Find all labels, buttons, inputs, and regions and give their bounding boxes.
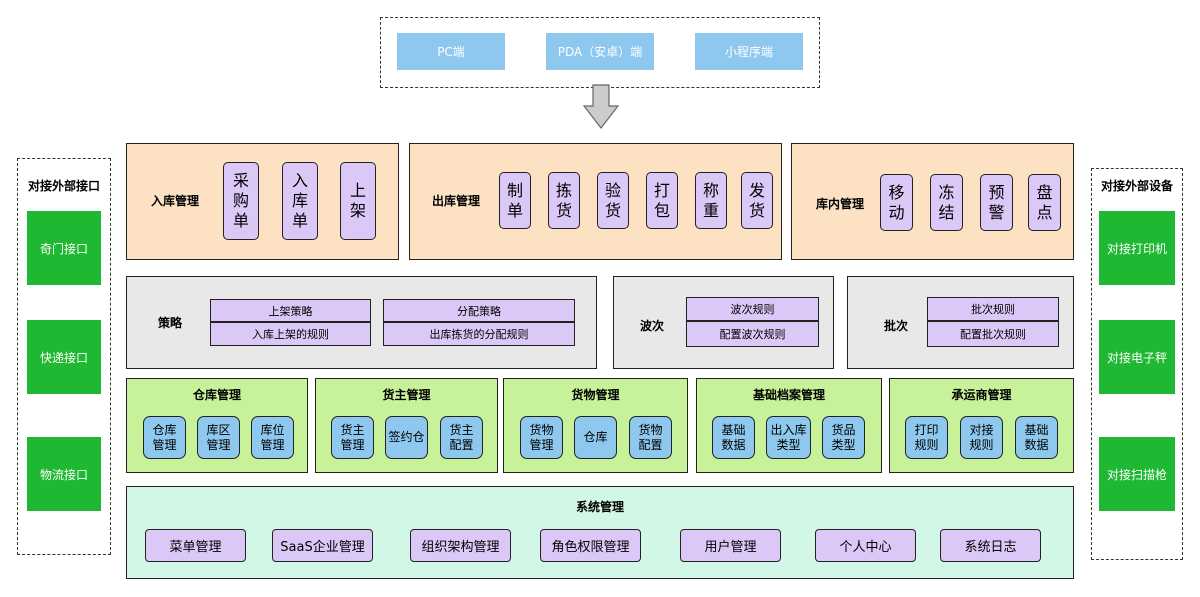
packing-box: 打 包 [646, 172, 678, 229]
stocktake-box: 盘 点 [1028, 174, 1061, 231]
carrier-title: 承运商管理 [951, 387, 1012, 402]
goods-manage-box: 货物 管理 [520, 416, 563, 459]
external-interface-panel [17, 158, 111, 555]
external-device-panel [1091, 168, 1183, 560]
inbound-order-box: 入 库 单 [282, 162, 318, 240]
batch-title: 批次 [883, 318, 908, 333]
goods-title: 货物管理 [571, 387, 620, 402]
personal-center-box: 个人中心 [815, 529, 916, 562]
inventory-panel [791, 143, 1074, 260]
logistics-interface: 物流接口 [27, 437, 101, 511]
move-box: 移 动 [880, 174, 913, 231]
outbound-title: 出库管理 [431, 193, 480, 208]
order-create-box: 制 单 [499, 172, 531, 229]
goods-warehouse-box: 仓库 [574, 416, 617, 459]
inventory-title: 库内管理 [815, 196, 864, 211]
client-pc: PC端 [397, 33, 505, 70]
wave-title: 波次 [639, 318, 664, 333]
external-interface-title: 对接外部接口 [27, 179, 100, 193]
location-manage-box: 库位 管理 [251, 416, 294, 459]
menu-manage-box: 菜单管理 [145, 529, 246, 562]
goods-type-box: 货品 类型 [822, 416, 865, 459]
warehouse-manage-box: 仓库 管理 [143, 416, 186, 459]
down-arrow-icon [583, 84, 619, 129]
integration-rule-box: 对接 规则 [960, 416, 1003, 459]
shipping-box: 发 货 [741, 172, 773, 229]
scanner-device: 对接扫描枪 [1099, 437, 1175, 511]
basic-data-box: 基础 数据 [712, 416, 755, 459]
io-type-box: 出入库 类型 [766, 416, 811, 459]
batch-config-box: 配置批次规则 [927, 321, 1059, 347]
putaway-box: 上 架 [340, 162, 376, 240]
warning-box: 预 警 [980, 174, 1013, 231]
scale-device: 对接电子秤 [1099, 320, 1175, 394]
org-manage-box: 组织架构管理 [410, 529, 511, 562]
contract-warehouse-box: 签约仓 [385, 416, 428, 459]
user-manage-box: 用户管理 [680, 529, 781, 562]
strategy-title: 策略 [157, 315, 182, 330]
role-manage-box: 角色权限管理 [540, 529, 641, 562]
saas-manage-box: SaaS企业管理 [272, 529, 373, 562]
freeze-box: 冻 结 [930, 174, 963, 231]
qimen-interface: 奇门接口 [27, 211, 101, 285]
system-log-box: 系统日志 [940, 529, 1041, 562]
print-rule-box: 打印 规则 [905, 416, 948, 459]
owner-title: 货主管理 [382, 387, 431, 402]
allocation-rule-box: 出库拣货的分配规则 [383, 322, 575, 346]
wave-config-box: 配置波次规则 [686, 321, 819, 347]
purchase-order-box: 采 购 单 [223, 162, 259, 240]
zone-manage-box: 库区 管理 [197, 416, 240, 459]
system-title: 系统管理 [575, 499, 624, 514]
inbound-title: 入库管理 [150, 193, 199, 208]
carrier-basic-data-box: 基础 数据 [1015, 416, 1058, 459]
owner-manage-box: 货主 管理 [331, 416, 374, 459]
warehouse-title: 仓库管理 [192, 387, 241, 402]
batch-rule-box: 批次规则 [927, 297, 1059, 321]
allocation-strategy-box: 分配策略 [383, 299, 575, 322]
putaway-strategy-box: 上架策略 [210, 299, 371, 322]
putaway-rule-box: 入库上架的规则 [210, 322, 371, 346]
printer-device: 对接打印机 [1099, 211, 1175, 285]
weighing-box: 称 重 [695, 172, 727, 229]
express-interface: 快递接口 [27, 320, 101, 394]
basic-archive-title: 基础档案管理 [752, 387, 825, 402]
picking-box: 拣 货 [548, 172, 580, 229]
client-miniprogram: 小程序端 [695, 33, 803, 70]
goods-config-box: 货物 配置 [629, 416, 672, 459]
owner-config-box: 货主 配置 [440, 416, 483, 459]
client-pda: PDA（安卓）端 [546, 33, 654, 70]
inspection-box: 验 货 [597, 172, 629, 229]
external-device-title: 对接外部设备 [1100, 179, 1173, 193]
wave-rule-box: 波次规则 [686, 297, 819, 321]
